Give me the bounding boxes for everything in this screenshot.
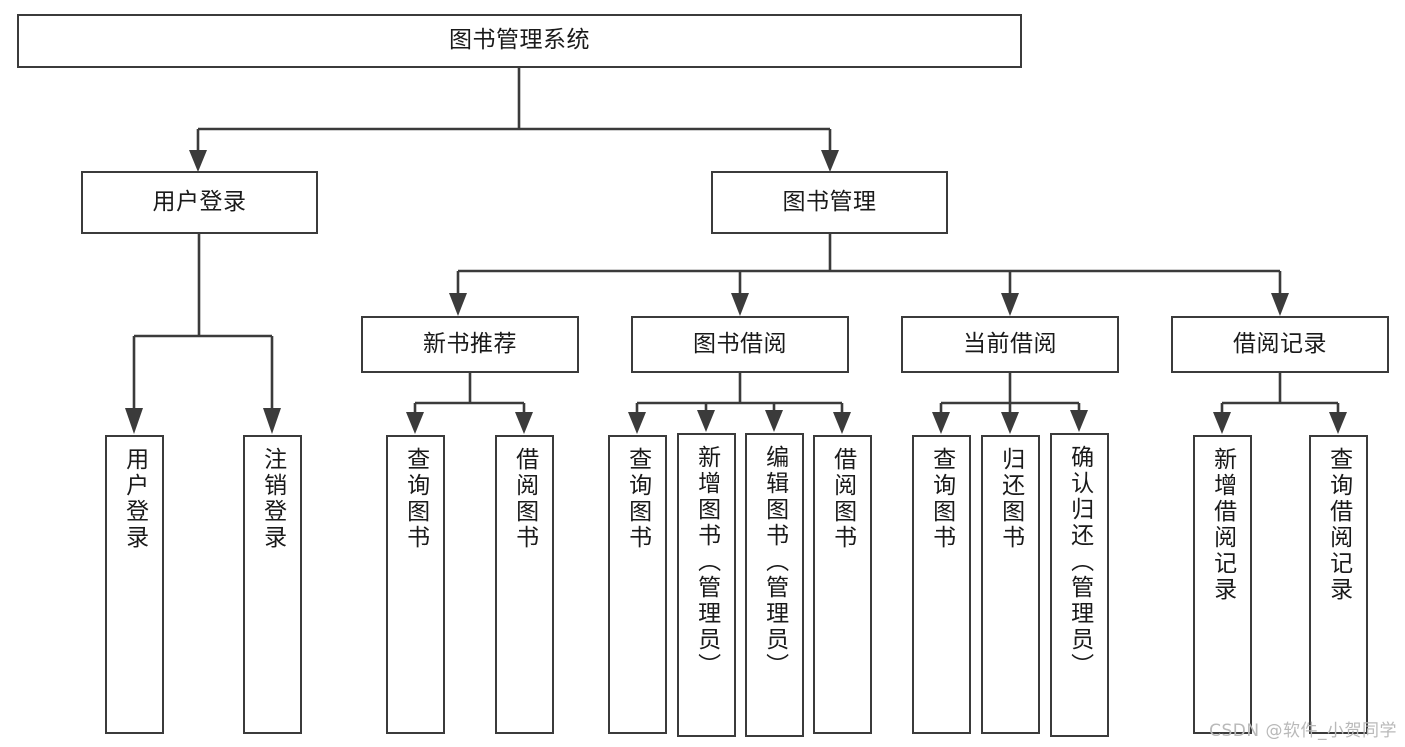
node-label: 借阅图书 [511, 447, 538, 551]
node-label: 新增借阅记录 [1209, 447, 1236, 603]
node-borrow-records[interactable]: 借阅记录 [1171, 316, 1389, 373]
leaf-user-login[interactable]: 用户登录 [105, 435, 164, 734]
node-label: 编辑图书（管理员） [761, 445, 788, 679]
node-label: 新书推荐 [423, 330, 517, 357]
leaf-query-book-recommend[interactable]: 查询图书 [386, 435, 445, 734]
node-label: 图书管理系统 [449, 27, 590, 54]
node-new-book-recommend[interactable]: 新书推荐 [361, 316, 579, 373]
node-label: 用户登录 [152, 188, 247, 215]
leaf-edit-book-admin[interactable]: 编辑图书（管理员） [745, 433, 804, 737]
watermark-text: CSDN @软件_小贺同学 [1209, 721, 1397, 741]
node-label: 图书借阅 [693, 330, 787, 357]
leaf-confirm-return-admin[interactable]: 确认归还（管理员） [1050, 433, 1109, 737]
node-label: 查询借阅记录 [1325, 447, 1352, 603]
node-label: 确认归还（管理员） [1066, 445, 1093, 679]
leaf-query-book-current[interactable]: 查询图书 [912, 435, 971, 734]
leaf-add-book-admin[interactable]: 新增图书（管理员） [677, 433, 736, 737]
node-label: 借阅记录 [1233, 330, 1327, 357]
node-label: 当前借阅 [963, 330, 1057, 357]
node-label: 查询图书 [402, 447, 429, 551]
node-book-borrow[interactable]: 图书借阅 [631, 316, 849, 373]
leaf-add-borrow-record[interactable]: 新增借阅记录 [1193, 435, 1252, 734]
node-user-login[interactable]: 用户登录 [81, 171, 318, 234]
node-book-management[interactable]: 图书管理 [711, 171, 948, 234]
leaf-query-book-borrow[interactable]: 查询图书 [608, 435, 667, 734]
leaf-borrow-book-recommend[interactable]: 借阅图书 [495, 435, 554, 734]
leaf-user-logout[interactable]: 注销登录 [243, 435, 302, 734]
arrow-heads [125, 150, 1347, 434]
node-label: 借阅图书 [829, 447, 856, 551]
node-label: 查询图书 [624, 447, 651, 551]
node-label: 查询图书 [928, 447, 955, 551]
node-current-borrow[interactable]: 当前借阅 [901, 316, 1119, 373]
node-root-system[interactable]: 图书管理系统 [17, 14, 1022, 68]
node-label: 注销登录 [259, 447, 286, 551]
node-label: 图书管理 [782, 188, 877, 215]
leaf-return-book[interactable]: 归还图书 [981, 435, 1040, 734]
node-label: 归还图书 [997, 447, 1024, 551]
leaf-query-borrow-record[interactable]: 查询借阅记录 [1309, 435, 1368, 734]
node-label: 用户登录 [121, 447, 148, 551]
node-label: 新增图书（管理员） [693, 445, 720, 679]
leaf-borrow-book[interactable]: 借阅图书 [813, 435, 872, 734]
